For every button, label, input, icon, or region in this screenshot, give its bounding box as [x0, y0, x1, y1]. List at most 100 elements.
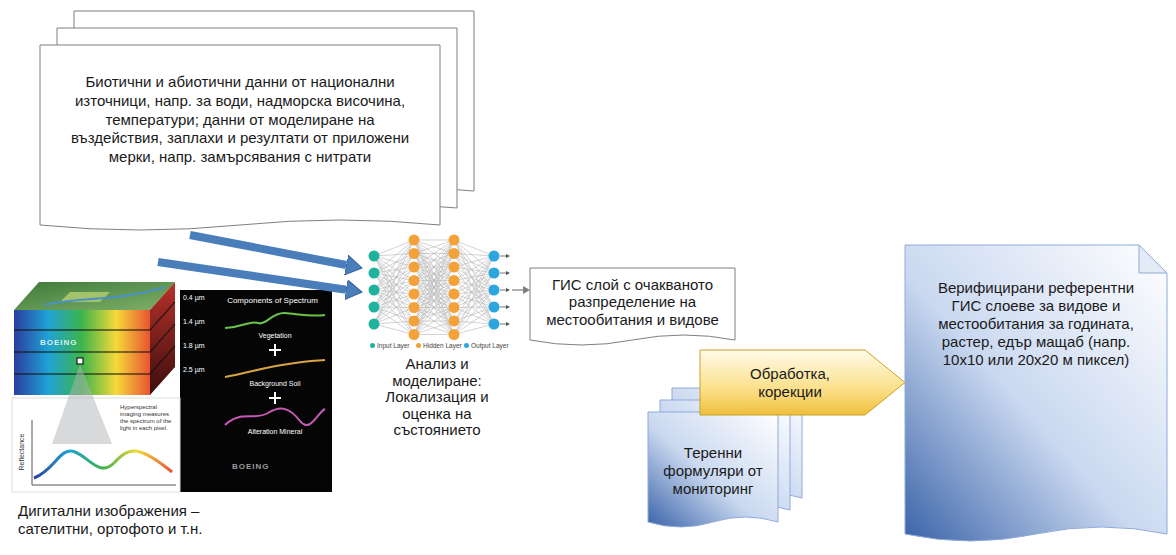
node-text: Дигитални изображения – сателитни, ортоф…: [18, 502, 238, 538]
arrow-outline: [700, 350, 905, 415]
network-link: [414, 281, 454, 335]
field-forms-document: Теренни формуляри от мониторинг: [648, 412, 778, 532]
connectors: [158, 235, 523, 290]
network-link: [374, 254, 414, 308]
neural-network: [369, 235, 511, 341]
spectrum-panel: [180, 290, 332, 492]
legend-label: Output Layer: [471, 342, 509, 349]
wavelength-label: 1.8 µm: [183, 342, 205, 350]
network-link: [414, 267, 454, 335]
wavelength-label: 2.5 µm: [183, 366, 205, 374]
network-link: [454, 324, 494, 335]
pixel-marker: [77, 358, 83, 364]
network-link: [374, 281, 414, 308]
network-links: [374, 240, 494, 335]
plus-sign: [269, 392, 281, 404]
neuron: [449, 275, 460, 286]
network-link: [414, 267, 454, 335]
spectrum-curve: [34, 451, 172, 478]
connector-arrow: [158, 262, 346, 290]
neuron: [489, 319, 500, 330]
network-link: [414, 334, 454, 335]
network-link: [414, 254, 454, 335]
node-text: Анализ и моделиране: Локализация и оценк…: [377, 356, 497, 439]
network-link: [414, 240, 454, 294]
node-text-box: Обработка, корекции: [700, 350, 905, 415]
neuron: [369, 302, 380, 313]
neuron: [449, 329, 460, 340]
network-link: [414, 308, 454, 335]
panel-title: Components of Spectrum: [215, 296, 330, 305]
node-text: Теренни формуляри от мониторинг: [660, 444, 766, 498]
network-link: [454, 308, 494, 325]
neuron: [369, 251, 380, 262]
network-link: [414, 281, 454, 335]
neuron: [449, 262, 460, 273]
image-source: Дигитални изображения – сателитни, ортоф…: [8, 262, 338, 548]
node-text: ГИС слой с очакваното разпределение на м…: [538, 276, 727, 328]
node-text: Обработка, корекции: [720, 365, 860, 400]
neuron: [409, 248, 420, 259]
legend-swatch: [370, 343, 375, 348]
legend-item: Output Layer: [464, 342, 509, 349]
network-link: [414, 240, 454, 308]
network-link: [414, 321, 454, 335]
output-head: [506, 288, 510, 292]
output-head: [506, 322, 510, 326]
output-head: [506, 305, 510, 309]
connector-arrow: [512, 289, 523, 290]
hyperspectral-image: [12, 282, 332, 492]
watermark: BOEING: [40, 338, 78, 347]
neuron: [409, 302, 420, 313]
output-stub: [500, 307, 506, 308]
network-link: [374, 321, 414, 324]
neuron: [449, 289, 460, 300]
network-link: [374, 281, 414, 325]
network-link: [414, 240, 454, 321]
node-text-box: ГИС слой с очакваното разпределение на м…: [530, 268, 735, 350]
neuron: [409, 275, 420, 286]
output-head: [506, 271, 510, 275]
soil-curve: [225, 360, 325, 377]
network-link: [374, 273, 414, 281]
network-link: [374, 308, 414, 325]
component-label: Alteration Mineral: [225, 428, 325, 436]
vegetation-curve: [225, 313, 325, 328]
neuron: [369, 285, 380, 296]
document-outline: [530, 268, 735, 345]
legend-label: Hidden Layer: [423, 342, 462, 349]
neuron: [369, 319, 380, 330]
neuron: [409, 316, 420, 327]
output-stub: [500, 256, 506, 257]
network-link: [454, 256, 494, 335]
neuron: [449, 248, 460, 259]
folded-corner: [1139, 245, 1167, 273]
legend-swatch: [464, 343, 469, 348]
network-link: [374, 254, 414, 325]
model-step: Анализ и моделиране: Локализация и оценк…: [362, 232, 512, 443]
pixel-beam: [52, 364, 112, 444]
network-link: [454, 290, 494, 308]
band-lines: [14, 302, 175, 374]
network-link: [454, 254, 494, 257]
network-link: [454, 307, 494, 321]
legend-swatch: [416, 343, 421, 348]
network-link: [454, 273, 494, 308]
network-link: [454, 307, 494, 335]
neuron: [449, 235, 460, 246]
watermark: BOEING: [232, 462, 270, 471]
network-link: [374, 240, 414, 256]
network-link: [374, 290, 414, 321]
wavelength-label: 1.4 µm: [183, 318, 205, 326]
connector-arrow: [190, 235, 346, 265]
reference-layer-document: Верифицирани референтни ГИС слоеве за ви…: [905, 245, 1167, 548]
node-text-box: Дигитални изображения – сателитни, ортоф…: [8, 262, 338, 544]
node-text-box: Верифицирани референтни ГИС слоеве за ви…: [905, 245, 1167, 409]
network-link: [374, 254, 414, 274]
mineral-curve: [225, 409, 325, 425]
network-link: [374, 273, 414, 294]
network-link: [374, 294, 414, 324]
network-link: [374, 267, 414, 290]
output-stub: [500, 324, 506, 325]
